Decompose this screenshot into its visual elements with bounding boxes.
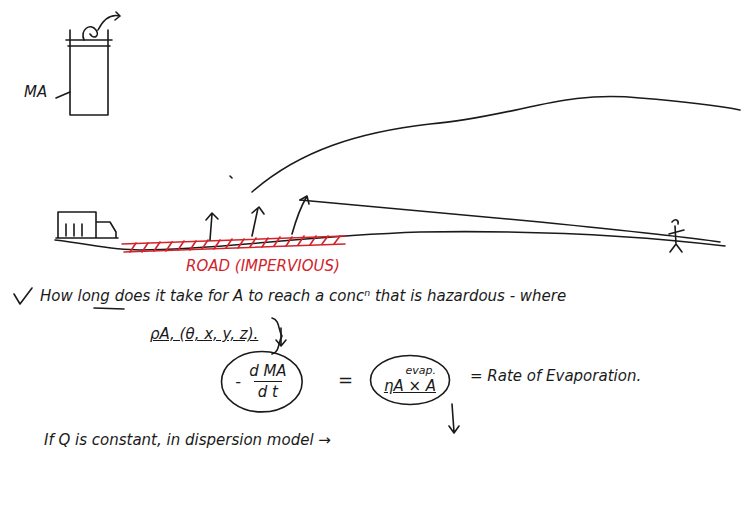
- check-mark: [14, 288, 32, 304]
- term-text: ηA × A: [384, 377, 436, 395]
- note-label: =: [338, 370, 353, 391]
- superscript-note: evap.: [406, 364, 437, 377]
- circled-term: evap.ηA × A: [369, 354, 451, 406]
- container-lid: [66, 40, 112, 46]
- receptor-figure: [669, 220, 684, 252]
- evaporation-arrow: [292, 196, 309, 234]
- circle-outline: [370, 355, 449, 404]
- leader-line: [56, 92, 70, 98]
- note-label: How long does it take for A to reach a c…: [40, 288, 566, 305]
- circle-outline: [222, 352, 303, 412]
- evaporation-arrow: [252, 207, 264, 236]
- note-label: MA: [24, 84, 47, 101]
- term-body: -d MAd t: [235, 362, 288, 401]
- hatch-lines: [130, 236, 340, 252]
- dot: [230, 176, 232, 178]
- evaporation-arrow: [206, 213, 218, 240]
- plume-upper: [252, 96, 740, 192]
- pointer-arrow: [449, 404, 459, 433]
- numerator: d MA: [247, 362, 289, 381]
- truck-detail: [66, 224, 82, 236]
- minus-sign: -: [235, 372, 241, 391]
- fraction: d MAd t: [247, 362, 289, 401]
- truck-symbol: [56, 212, 118, 238]
- note-label: ρA, (θ, x, y, z).: [150, 326, 258, 343]
- plume-lower: [300, 200, 720, 242]
- note-label: = Rate of Evaporation.: [470, 368, 641, 385]
- road-hatch: [122, 236, 345, 252]
- container-outline: [70, 30, 108, 115]
- road-edge: [122, 236, 345, 252]
- note-label: ROAD (IMPERVIOUS): [186, 258, 340, 275]
- pointer-arrow: [276, 328, 286, 346]
- circled-term: -d MAd t: [220, 350, 304, 413]
- vapour-arrow: [83, 12, 120, 40]
- underline: [94, 308, 124, 309]
- denominator: d t: [254, 381, 282, 401]
- ground-line: [55, 232, 725, 250]
- term-body: evap.ηA × A: [384, 364, 436, 395]
- note-label: If Q is constant, in dispersion model →: [44, 432, 331, 449]
